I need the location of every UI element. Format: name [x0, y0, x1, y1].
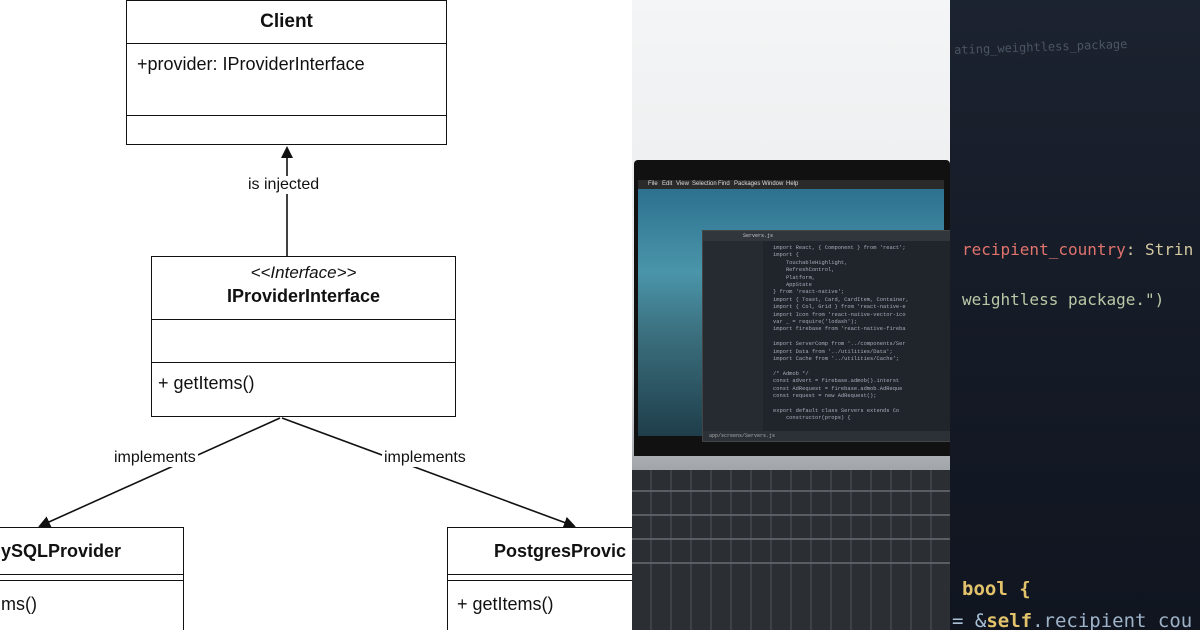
- client-class-box: Client +provider: IProviderInterface: [126, 0, 447, 145]
- postgres-provider-class-name: PostgresProvic: [494, 541, 627, 561]
- code-self-keyword: self: [986, 610, 1033, 630]
- uml-connectors: [38, 146, 576, 529]
- mysql-provider-class-box: ySQLProvider ms(): [0, 527, 184, 630]
- interface-stereotype: <<Interface>>: [250, 263, 357, 282]
- editor-tab: Servers.js: [703, 231, 950, 241]
- menu-file: File: [648, 181, 658, 187]
- implements-right-arrow: [281, 417, 576, 529]
- client-provider-attribute: +provider: IProviderInterface: [137, 54, 365, 74]
- injected-label: is injected: [246, 176, 322, 194]
- code-key: recipient_country: [962, 240, 1126, 259]
- implements-left-arrow: [38, 417, 281, 528]
- menu-help: Help: [786, 181, 799, 187]
- code-editor-window: Servers.js import React, { Component } f…: [702, 230, 950, 442]
- mysql-provider-method: ms(): [1, 594, 37, 614]
- implements-left-label: implements: [112, 449, 198, 467]
- project-tree: [703, 241, 763, 431]
- code-line-string: weightless package."): [962, 290, 1165, 309]
- menu-window: Window: [762, 181, 784, 187]
- code-operator: = &: [952, 610, 987, 630]
- code-line-function: ating_weightless_package: [953, 36, 1128, 58]
- interface-class-name: IProviderInterface: [226, 286, 381, 306]
- menu-find: Find: [718, 181, 730, 187]
- mysql-provider-class-name: ySQLProvider: [1, 541, 122, 561]
- code-line-recipient-country: recipient_country: Strin: [962, 240, 1193, 259]
- code-line-bool: bool {: [962, 578, 1031, 600]
- client-class-name: Client: [260, 11, 313, 32]
- menu-edit: Edit: [662, 181, 673, 187]
- postgres-provider-class-box: PostgresProvic + getItems(): [447, 527, 632, 630]
- laptop-photo: File Edit View Selection Find Packages W…: [632, 0, 950, 630]
- editor-code: import React, { Component } from 'react'…: [773, 245, 909, 422]
- menu-view: View: [676, 181, 689, 187]
- menu-selection: Selection: [692, 181, 717, 187]
- code-field: .recipient_cou: [1032, 610, 1193, 630]
- menu-bar: File Edit View Selection Find Packages W…: [638, 180, 944, 189]
- editor-status-bar: app/screens/Servers.js: [703, 431, 950, 441]
- interface-class-box: <<Interface>> IProviderInterface + getIt…: [151, 256, 456, 417]
- implements-right-label: implements: [382, 449, 468, 467]
- laptop-keyboard: [632, 470, 950, 630]
- interface-get-items-method: + getItems(): [158, 373, 255, 393]
- postgres-provider-method: + getItems(): [457, 594, 554, 614]
- code-photo: ating_weightless_package recipient_count…: [950, 0, 1200, 630]
- menu-packages: Packages: [734, 181, 761, 187]
- uml-diagram: Client +provider: IProviderInterface is …: [0, 0, 632, 630]
- code-line-self: = &self.recipient_cou: [952, 610, 1192, 630]
- code-type: : Strin: [1125, 240, 1194, 259]
